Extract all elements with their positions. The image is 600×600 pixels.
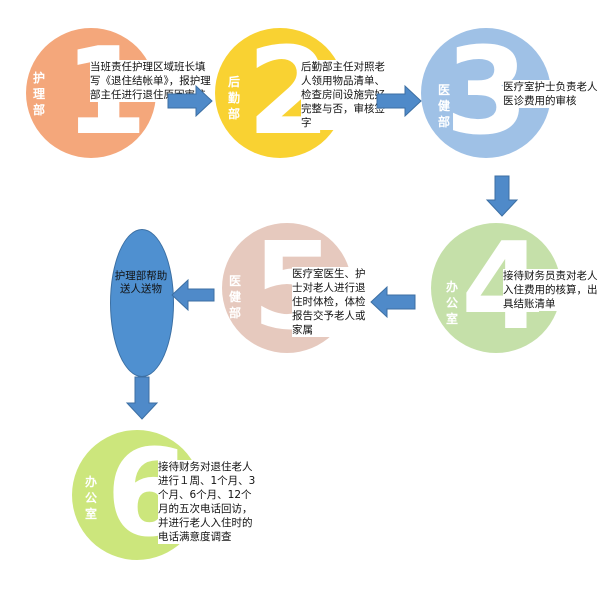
arrow-2-to-3 (376, 84, 422, 118)
step-3: 3 医健部 医疗室护士负责老人医诊费用的审核 (421, 28, 600, 158)
final-step-label: 护理部帮助送人送物 (114, 270, 168, 295)
step-6: 6 办公室 接待财务对退住老人进行１周、1个月、3个月、6个月、12个月的五次电… (72, 430, 292, 560)
step-2-dept: 后勤部 (227, 75, 240, 121)
step-4-description: 接待财务员责对老人入住费用的核算，出具结账清单 (503, 269, 599, 311)
arrow-3-to-4 (485, 175, 519, 217)
step-2-description: 后勤部主任对照老人领用物品清单、检查房间设施完好完整与否，审核签字 (301, 60, 387, 130)
arrow-icon (167, 84, 213, 118)
arrow-4-to-5 (370, 285, 416, 319)
arrow-icon (376, 84, 422, 118)
arrow-icon (485, 175, 519, 217)
step-4: 4 办公室 接待财务员责对老人入住费用的核算，出具结账清单 (431, 223, 600, 353)
step-5-description: 医疗室医生、护士对老人进行退住时体检，体检报告交予老人或家属 (292, 267, 368, 337)
step-4-dept: 办公室 (445, 280, 458, 326)
step-5-dept: 医健部 (228, 274, 241, 320)
arrow-1-to-2 (167, 84, 213, 118)
step-6-description: 接待财务对退住老人进行１周、1个月、3个月、6个月、12个月的五次电话回访，并进… (158, 460, 258, 544)
step-2: 2 后勤部 后勤部主任对照老人领用物品清单、检查房间设施完好完整与否，审核签字 (215, 28, 415, 158)
step-5: 5 医健部 医疗室医生、护士对老人进行退住时体检，体检报告交予老人或家属 (222, 223, 422, 353)
final-step-oval (110, 229, 174, 377)
step-3-dept: 医健部 (437, 83, 450, 129)
step-6-dept: 办公室 (84, 475, 97, 521)
step-1-dept: 护理部 (32, 71, 45, 117)
arrow-5-to-final (171, 278, 215, 312)
step-3-description: 医疗室护士负责老人医诊费用的审核 (503, 80, 600, 108)
arrow-icon (370, 285, 416, 319)
arrow-icon (125, 376, 159, 420)
arrow-final-to-6 (125, 376, 159, 420)
arrow-icon (171, 278, 215, 312)
